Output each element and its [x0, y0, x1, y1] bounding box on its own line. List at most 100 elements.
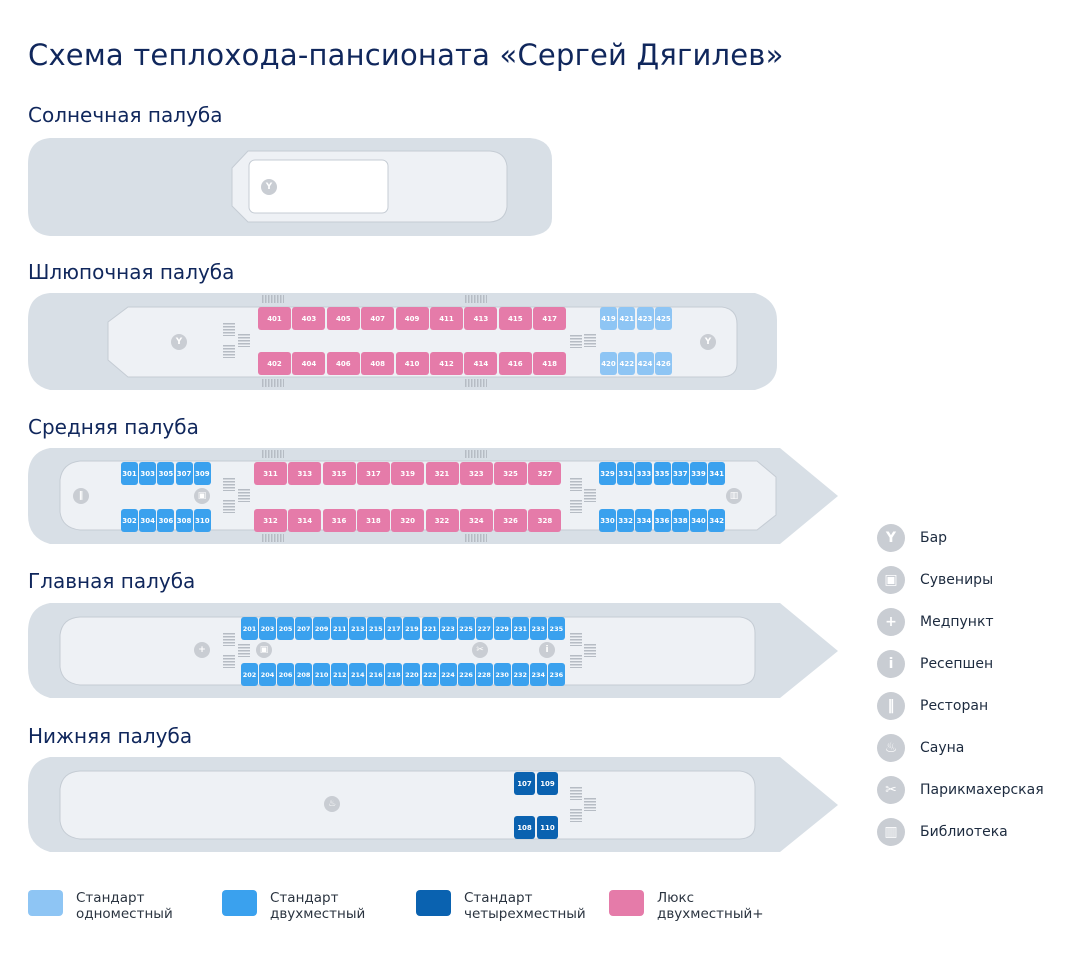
- cabin-339[interactable]: 339: [690, 462, 707, 485]
- cabin-109[interactable]: 109: [537, 772, 558, 795]
- cabin-217[interactable]: 217: [385, 617, 403, 640]
- cabin-214[interactable]: 214: [349, 663, 367, 686]
- cabin-322[interactable]: 322: [425, 509, 459, 532]
- cabin-408[interactable]: 408: [361, 352, 395, 375]
- cabin-231[interactable]: 231: [511, 617, 529, 640]
- cabin-227[interactable]: 227: [475, 617, 493, 640]
- cabin-336[interactable]: 336: [653, 509, 671, 532]
- cabin-307[interactable]: 307: [175, 462, 193, 485]
- cabin-215[interactable]: 215: [367, 617, 385, 640]
- cabin-228[interactable]: 228: [475, 663, 493, 686]
- cabin-203[interactable]: 203: [259, 617, 277, 640]
- cabin-304[interactable]: 304: [139, 509, 157, 532]
- cabin-208[interactable]: 208: [295, 663, 313, 686]
- cabin-316[interactable]: 316: [322, 509, 356, 532]
- cabin-306[interactable]: 306: [157, 509, 175, 532]
- cabin-218[interactable]: 218: [385, 663, 403, 686]
- cabin-418[interactable]: 418: [533, 352, 567, 375]
- cabin-403[interactable]: 403: [292, 307, 326, 330]
- cabin-314[interactable]: 314: [288, 509, 322, 532]
- cabin-236[interactable]: 236: [547, 663, 565, 686]
- cabin-327[interactable]: 327: [528, 462, 562, 485]
- cabin-326[interactable]: 326: [494, 509, 528, 532]
- cabin-204[interactable]: 204: [259, 663, 277, 686]
- cabin-226[interactable]: 226: [457, 663, 475, 686]
- cabin-202[interactable]: 202: [241, 663, 258, 686]
- cabin-413[interactable]: 413: [464, 307, 498, 330]
- cabin-409[interactable]: 409: [395, 307, 429, 330]
- cabin-206[interactable]: 206: [277, 663, 295, 686]
- cabin-308[interactable]: 308: [175, 509, 193, 532]
- cabin-212[interactable]: 212: [331, 663, 349, 686]
- cabin-219[interactable]: 219: [403, 617, 421, 640]
- cabin-317[interactable]: 317: [356, 462, 390, 485]
- cabin-305[interactable]: 305: [157, 462, 175, 485]
- cabin-210[interactable]: 210: [313, 663, 331, 686]
- cabin-426[interactable]: 426: [654, 352, 672, 375]
- cabin-205[interactable]: 205: [277, 617, 295, 640]
- cabin-320[interactable]: 320: [391, 509, 425, 532]
- cabin-406[interactable]: 406: [326, 352, 360, 375]
- cabin-235[interactable]: 235: [547, 617, 565, 640]
- cabin-211[interactable]: 211: [331, 617, 349, 640]
- cabin-302[interactable]: 302: [121, 509, 138, 532]
- cabin-311[interactable]: 311: [254, 462, 287, 485]
- cabin-405[interactable]: 405: [326, 307, 360, 330]
- cabin-233[interactable]: 233: [529, 617, 547, 640]
- cabin-333[interactable]: 333: [635, 462, 653, 485]
- cabin-325[interactable]: 325: [494, 462, 528, 485]
- cabin-331[interactable]: 331: [617, 462, 635, 485]
- cabin-329[interactable]: 329: [599, 462, 616, 485]
- cabin-419[interactable]: 419: [600, 307, 617, 330]
- cabin-420[interactable]: 420: [600, 352, 617, 375]
- cabin-234[interactable]: 234: [529, 663, 547, 686]
- cabin-229[interactable]: 229: [493, 617, 511, 640]
- cabin-108[interactable]: 108: [514, 816, 535, 839]
- cabin-107[interactable]: 107: [514, 772, 535, 795]
- cabin-220[interactable]: 220: [403, 663, 421, 686]
- cabin-417[interactable]: 417: [533, 307, 567, 330]
- cabin-209[interactable]: 209: [313, 617, 331, 640]
- cabin-423[interactable]: 423: [636, 307, 654, 330]
- cabin-422[interactable]: 422: [618, 352, 636, 375]
- cabin-201[interactable]: 201: [241, 617, 258, 640]
- cabin-401[interactable]: 401: [258, 307, 291, 330]
- cabin-425[interactable]: 425: [654, 307, 672, 330]
- cabin-313[interactable]: 313: [288, 462, 322, 485]
- cabin-410[interactable]: 410: [395, 352, 429, 375]
- cabin-421[interactable]: 421: [618, 307, 636, 330]
- cabin-414[interactable]: 414: [464, 352, 498, 375]
- cabin-416[interactable]: 416: [498, 352, 532, 375]
- cabin-207[interactable]: 207: [295, 617, 313, 640]
- cabin-222[interactable]: 222: [421, 663, 439, 686]
- cabin-342[interactable]: 342: [708, 509, 726, 532]
- cabin-330[interactable]: 330: [599, 509, 616, 532]
- cabin-315[interactable]: 315: [322, 462, 356, 485]
- cabin-303[interactable]: 303: [139, 462, 157, 485]
- cabin-338[interactable]: 338: [671, 509, 689, 532]
- cabin-225[interactable]: 225: [457, 617, 475, 640]
- cabin-213[interactable]: 213: [349, 617, 367, 640]
- cabin-318[interactable]: 318: [356, 509, 390, 532]
- cabin-415[interactable]: 415: [498, 307, 532, 330]
- cabin-337[interactable]: 337: [671, 462, 689, 485]
- cabin-321[interactable]: 321: [425, 462, 459, 485]
- cabin-221[interactable]: 221: [421, 617, 439, 640]
- cabin-340[interactable]: 340: [690, 509, 707, 532]
- cabin-230[interactable]: 230: [493, 663, 511, 686]
- cabin-404[interactable]: 404: [292, 352, 326, 375]
- cabin-328[interactable]: 328: [528, 509, 562, 532]
- cabin-324[interactable]: 324: [459, 509, 493, 532]
- cabin-341[interactable]: 341: [708, 462, 726, 485]
- cabin-232[interactable]: 232: [511, 663, 529, 686]
- cabin-110[interactable]: 110: [537, 816, 558, 839]
- cabin-319[interactable]: 319: [391, 462, 425, 485]
- cabin-312[interactable]: 312: [254, 509, 287, 532]
- cabin-309[interactable]: 309: [193, 462, 211, 485]
- cabin-412[interactable]: 412: [430, 352, 463, 375]
- cabin-402[interactable]: 402: [258, 352, 291, 375]
- cabin-223[interactable]: 223: [439, 617, 457, 640]
- cabin-424[interactable]: 424: [636, 352, 654, 375]
- cabin-334[interactable]: 334: [635, 509, 653, 532]
- cabin-224[interactable]: 224: [439, 663, 457, 686]
